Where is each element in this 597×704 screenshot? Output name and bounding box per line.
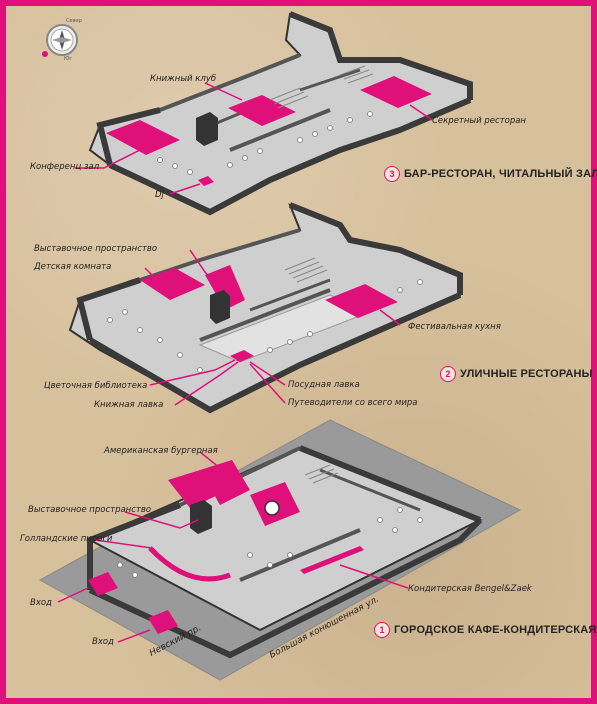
floor-3-title: БАР-РЕСТОРАН, ЧИТАЛЬНЫЙ ЗАЛ xyxy=(404,168,597,180)
label-secret-restaurant: Секретный ресторан xyxy=(432,116,526,126)
confectionery-counter xyxy=(300,546,364,574)
label-entrance-1: Вход xyxy=(30,598,52,608)
label-festival-kitchen: Фестивальная кухня xyxy=(408,322,501,332)
floor-3-plan xyxy=(88,11,473,216)
floor-3-badge: 3 xyxy=(384,166,400,182)
label-exhibition-space-1: Выставочное пространство xyxy=(28,505,152,515)
label-kids-room: Детская комната xyxy=(34,262,112,272)
label-dutch-pies: Голландские пироги xyxy=(20,534,113,544)
floor-1-plan xyxy=(38,419,522,681)
conference-hall-room xyxy=(106,120,180,155)
exhibition-space-1-room xyxy=(200,460,250,505)
label-exhibition-space-2: Выставочное пространство xyxy=(34,244,158,254)
exhibition-space-2-room xyxy=(205,265,245,310)
label-flower-library: Цветочная библиотека xyxy=(44,381,148,391)
leader-lines xyxy=(57,82,433,643)
floor-2-title: УЛИЧНЫЕ РЕСТОРАНЫ xyxy=(460,368,593,380)
dj-booth xyxy=(198,176,214,186)
book-club-room xyxy=(228,95,296,126)
floor-1-title: ГОРОДСКОЕ КАФЕ-КОНДИТЕРСКАЯ xyxy=(394,624,597,636)
label-dj: Dj xyxy=(155,190,164,200)
compass-south-label: Юг xyxy=(64,56,73,62)
label-guidebooks: Путеводители со всего мира xyxy=(288,398,418,408)
label-american-burger: Американская бургерная xyxy=(104,446,218,456)
entrance-2-stairs xyxy=(148,610,178,634)
label-book-shop: Книжная лавка xyxy=(94,400,164,410)
floor-1-badge: 1 xyxy=(374,622,390,638)
kids-room xyxy=(140,268,205,300)
label-conference-hall: Конференц зал xyxy=(30,162,100,172)
dutch-pies-counter xyxy=(148,546,231,582)
compass: Север Юг xyxy=(40,18,84,62)
secret-restaurant-room xyxy=(360,76,432,108)
compass-icon xyxy=(42,24,78,57)
entrance-1-stairs xyxy=(88,572,118,596)
label-entrance-2: Вход xyxy=(92,637,114,647)
label-confectionery: Кондитерская Bengel&Zaek xyxy=(408,584,532,594)
compass-north-label: Север xyxy=(66,18,82,24)
label-dish-shop: Посудная лавка xyxy=(288,380,360,390)
dish-shop-area xyxy=(230,350,254,362)
floor-2-plan xyxy=(68,202,463,414)
label-book-club: Книжный клуб xyxy=(150,74,217,84)
floor-2-badge: 2 xyxy=(440,366,456,382)
festival-kitchen-room xyxy=(325,284,398,318)
